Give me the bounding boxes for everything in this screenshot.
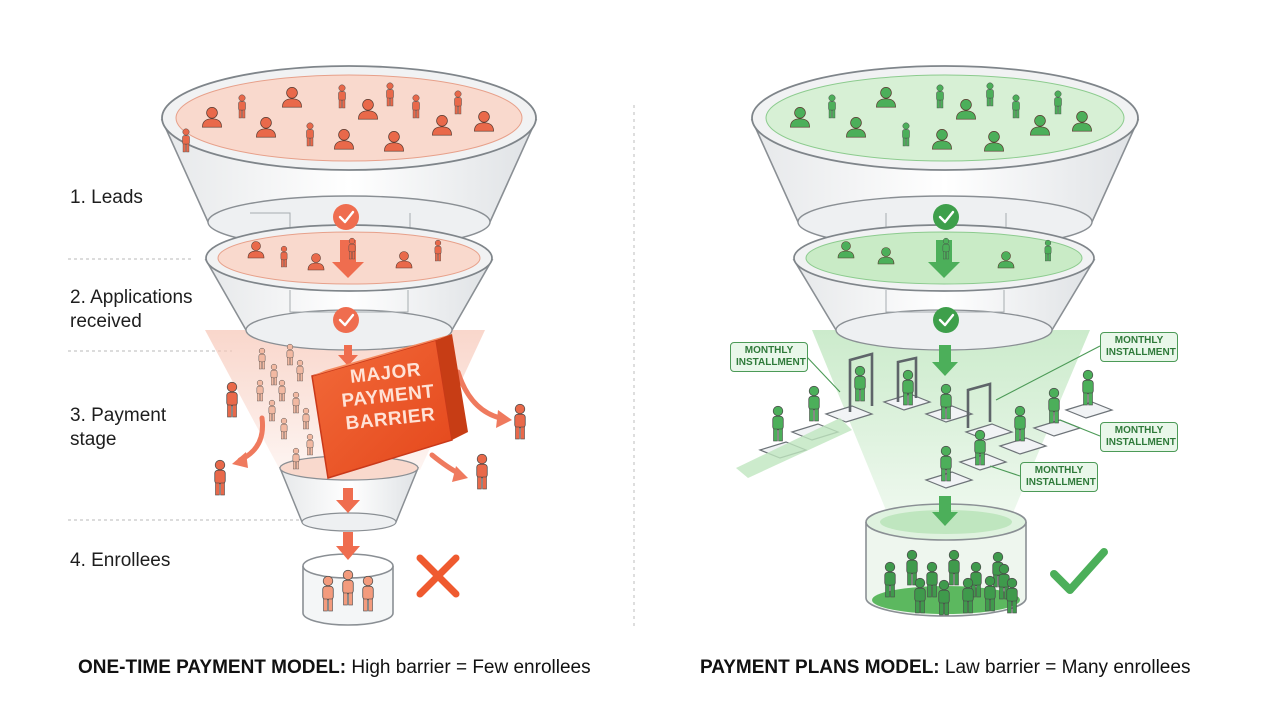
check-circle-icon <box>333 204 359 230</box>
check-circle-icon <box>933 204 959 230</box>
stage-label-applications: 2. Applications received <box>70 286 220 334</box>
stage-label-leads: 1. Leads <box>70 186 143 210</box>
person-icon <box>1049 388 1060 423</box>
person-icon <box>227 382 238 417</box>
installment-label-2: MONTHLY INSTALLMENT <box>1100 332 1178 362</box>
person-icon <box>773 406 784 441</box>
person-icon <box>1083 370 1094 405</box>
left-caption-summary: High barrier = Few enrollees <box>346 657 590 678</box>
right-caption-summary: Law barrier = Many enrollees <box>940 657 1191 678</box>
right-funnel <box>736 66 1138 616</box>
cross-mark-icon <box>420 558 456 594</box>
left-caption-model: ONE-TIME PAYMENT MODEL: <box>78 657 346 678</box>
check-circle-icon <box>333 307 359 333</box>
stage-label-payment: 3. Payment stage <box>70 404 190 452</box>
left-funnel <box>162 66 536 625</box>
right-caption-model: PAYMENT PLANS MODEL: <box>700 657 940 678</box>
left-caption: ONE-TIME PAYMENT MODEL: High barrier = F… <box>78 657 591 679</box>
stage-label-enrollees: 4. Enrollees <box>70 549 170 573</box>
check-mark-icon <box>1054 552 1104 590</box>
person-icon <box>515 404 526 439</box>
person-icon <box>215 460 226 495</box>
barrier-label: MAJOR PAYMENT BARRIER <box>327 356 450 437</box>
installment-label-1: MONTHLY INSTALLMENT <box>730 342 808 372</box>
right-caption: PAYMENT PLANS MODEL: Law barrier = Many … <box>700 657 1190 679</box>
installment-label-4: MONTHLY INSTALLMENT <box>1020 462 1098 492</box>
person-icon <box>477 454 488 489</box>
check-circle-icon <box>933 307 959 333</box>
person-icon <box>809 386 820 421</box>
installment-label-3: MONTHLY INSTALLMENT <box>1100 422 1178 452</box>
